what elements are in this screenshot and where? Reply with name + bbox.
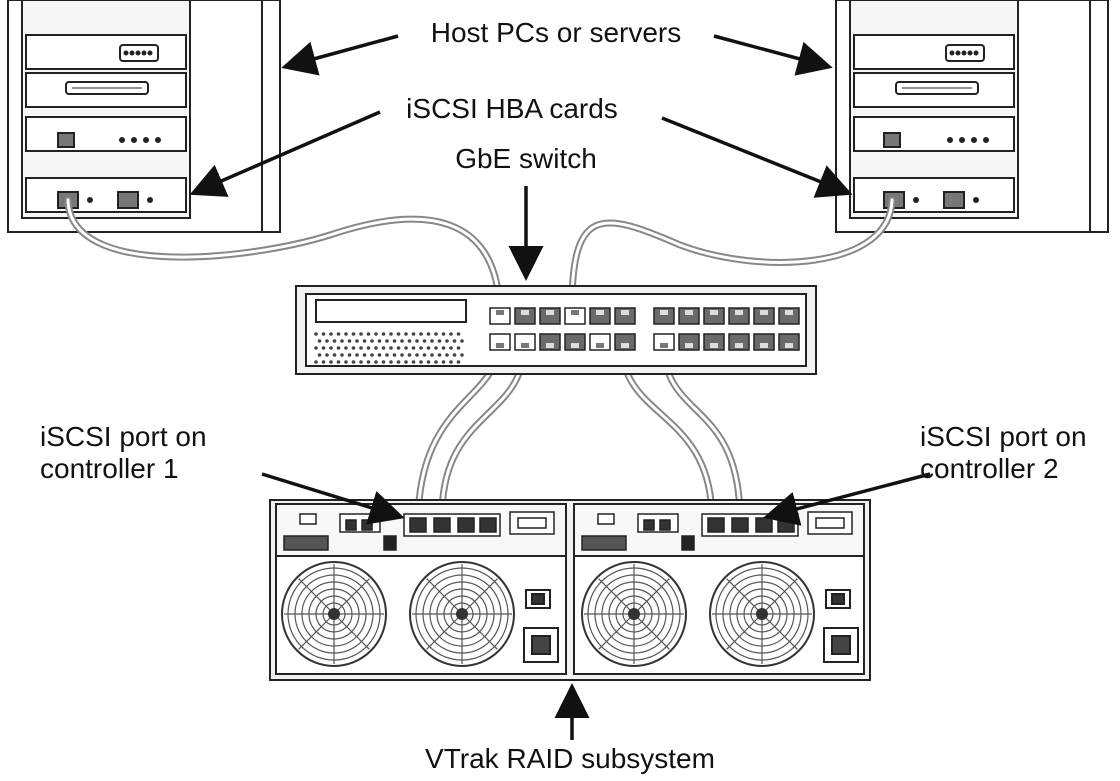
arrow-host-right [713,34,833,76]
arrow-port-ctrl1 [261,472,405,525]
switch-port [589,307,611,325]
label-port-ctrl1-line1: iSCSI port on [40,421,207,452]
host-pc-right [835,0,1109,233]
power-modules [523,589,859,663]
switch-port [589,333,611,351]
switch-port [614,333,636,351]
switch-port [514,307,536,325]
arrows [189,34,931,740]
label-port-ctrl2-line2: controller 2 [920,453,1059,484]
switch-port [753,307,775,325]
switch-vents [314,332,464,364]
switch-port [564,333,586,351]
controller-1-io [283,511,555,551]
switch-ports [489,307,800,351]
switch-port [678,333,700,351]
fan-icon [709,561,815,667]
switch-port [728,333,750,351]
switch-port [778,333,800,351]
label-vtrak-raid: VTrak RAID subsystem [425,743,715,774]
switch-port [514,333,536,351]
fan-icon [281,561,815,667]
switch-port [728,307,750,325]
switch-port [653,307,675,325]
arrow-hba-left [189,110,381,197]
switch-port [778,307,800,325]
switch-port [489,307,511,325]
switch-port [703,307,725,325]
label-hba-cards: iSCSI HBA cards [406,93,618,124]
switch-port [703,333,725,351]
switch-port [539,307,561,325]
arrow-port-ctrl2 [763,472,931,526]
arrow-host-left [281,34,399,76]
label-host-pcs: Host PCs or servers [431,17,682,48]
switch-port [678,307,700,325]
label-port-ctrl1-line2: controller 1 [40,453,179,484]
switch-port [564,307,586,325]
switch-port [753,333,775,351]
label-port-ctrl2-line1: iSCSI port on [920,421,1087,452]
fan-icon [581,561,687,667]
fan-icon [281,561,387,667]
switch-port [653,333,675,351]
fan-icon [409,561,515,667]
switch-port [614,307,636,325]
host-pc-left [7,0,281,233]
label-gbe-switch: GbE switch [455,143,597,174]
arrow-hba-right [661,116,853,198]
switch-port [489,333,511,351]
gbe-switch [295,285,817,375]
switch-port [539,333,561,351]
